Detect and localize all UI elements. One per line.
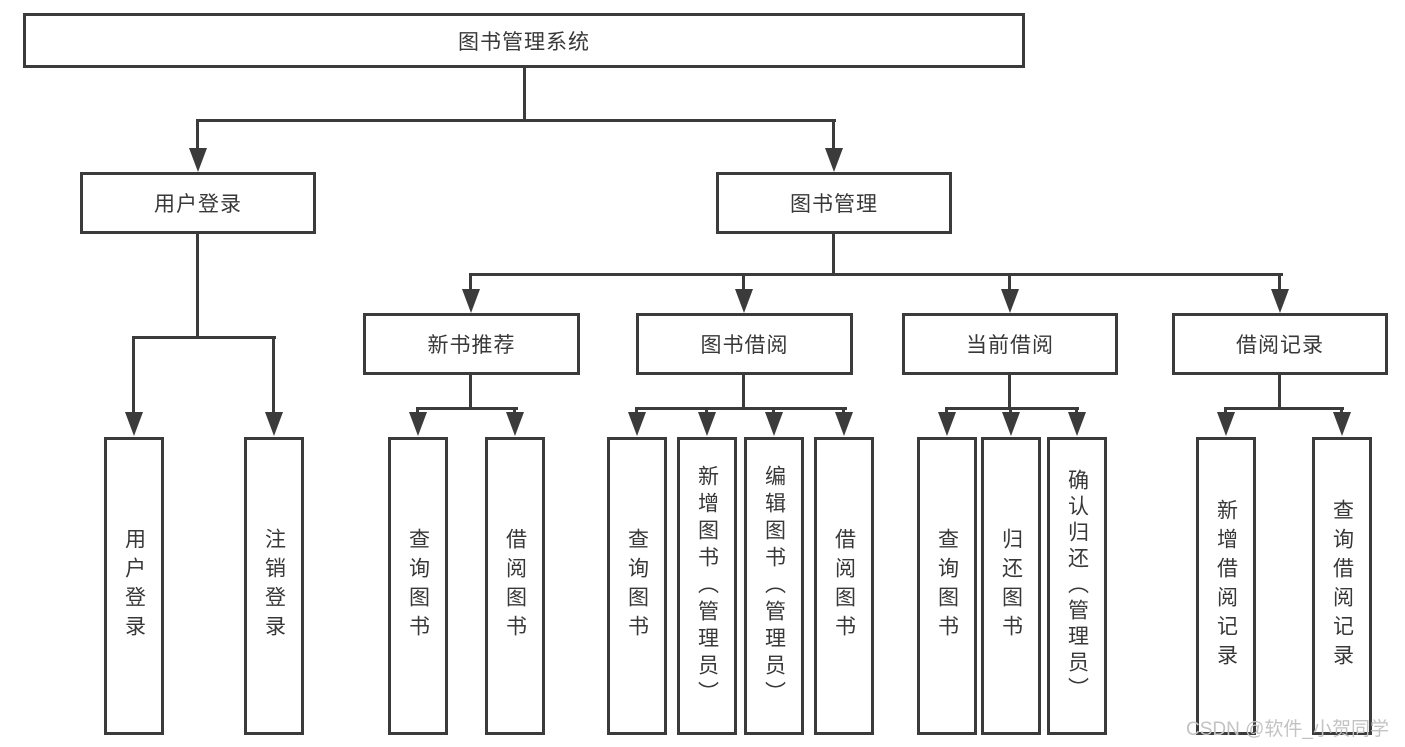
node-label: 新书推荐 [427, 334, 516, 357]
leaf-bookborrow-add-books-admin: 新增图书（管理员） [677, 437, 737, 735]
leaf-label: 查询图书 [625, 528, 649, 644]
leaf-label: 归还图书 [999, 528, 1023, 644]
leaf-currentborrow-confirm-return-admin: 确认归还（管理员） [1047, 437, 1107, 735]
leaf-label: 查询图书 [406, 528, 430, 644]
leaf-logout: 注销登录 [244, 437, 304, 735]
node-book-management: 图书管理 [716, 172, 952, 234]
node-new-book-recommend: 新书推荐 [363, 313, 580, 375]
edge-user-login-stem [196, 234, 199, 339]
edge-currentborrow-stem [1008, 375, 1011, 410]
arrowhead-book-management [825, 148, 843, 172]
node-borrow-records: 借阅记录 [1172, 313, 1388, 375]
arrowhead-user-login [189, 148, 207, 172]
leaf-records-query-borrow-record: 查询借阅记录 [1312, 437, 1372, 735]
leaf-label: 查询图书 [935, 528, 959, 644]
leaf-currentborrow-return-books: 归还图书 [981, 437, 1041, 735]
edge-book-mgmt-hbar [469, 273, 1283, 276]
leaf-records-add-borrow-record: 新增借阅记录 [1196, 437, 1256, 735]
arrowhead-bookborrow-query [628, 412, 646, 436]
leaf-bookborrow-edit-books-admin: 编辑图书（管理员） [744, 437, 804, 735]
arrowhead-bookborrow-borrow [835, 412, 853, 436]
arrowhead-bookborrow-add [698, 412, 716, 436]
edge-user-login-shaft-1 [132, 336, 135, 416]
edge-root-right-shaft [832, 119, 835, 153]
leaf-newbook-query-books: 查询图书 [388, 437, 448, 735]
node-label: 图书管理系统 [458, 30, 590, 54]
arrowhead-leaf-user-login [125, 412, 143, 436]
leaf-label: 新增借阅记录 [1214, 499, 1238, 673]
edge-newbook-hbar [416, 407, 518, 410]
arrowhead-new-book-recommend [462, 289, 480, 313]
node-label: 借阅记录 [1236, 334, 1324, 357]
node-label: 图书管理 [790, 193, 878, 216]
edge-book-mgmt-shaft-2 [742, 273, 745, 295]
edge-user-login-hbar [132, 336, 276, 339]
leaf-label: 查询借阅记录 [1330, 499, 1354, 673]
leaf-label: 借阅图书 [832, 528, 856, 644]
leaf-label: 注销登录 [262, 528, 286, 644]
arrowhead-leaf-logout [265, 412, 283, 436]
edge-root-stem [523, 66, 526, 122]
arrowhead-newbook-borrow [506, 412, 524, 436]
leaf-newbook-borrow-books: 借阅图书 [485, 437, 545, 735]
node-label: 当前借阅 [966, 334, 1054, 357]
edge-root-left-shaft [196, 119, 199, 153]
arrowhead-borrow-records [1271, 289, 1289, 313]
leaf-user-login: 用户登录 [104, 437, 164, 735]
leaf-label: 编辑图书（管理员） [762, 464, 786, 708]
node-label: 用户登录 [154, 193, 242, 216]
arrowhead-bookborrow-edit [765, 412, 783, 436]
edge-book-mgmt-shaft-4 [1278, 273, 1281, 295]
leaf-currentborrow-query-books: 查询图书 [917, 437, 977, 735]
leaf-bookborrow-query-books: 查询图书 [607, 437, 667, 735]
edge-root-hbar [196, 119, 836, 122]
node-library-management-system: 图书管理系统 [23, 13, 1025, 68]
node-label: 图书借阅 [700, 334, 789, 357]
edge-currentborrow-hbar [945, 407, 1079, 410]
edge-bookborrow-hbar [635, 407, 847, 410]
node-book-borrow: 图书借阅 [636, 313, 853, 375]
edge-book-mgmt-shaft-3 [1008, 273, 1011, 295]
edge-records-hbar [1224, 407, 1344, 410]
node-user-login: 用户登录 [80, 172, 316, 234]
edge-book-mgmt-shaft-1 [469, 273, 472, 295]
edge-bookborrow-stem [742, 375, 745, 410]
leaf-label: 借阅图书 [503, 528, 527, 644]
arrowhead-records-add [1217, 412, 1235, 436]
arrowhead-currentborrow-confirm [1068, 412, 1086, 436]
leaf-label: 确认归还（管理员） [1065, 469, 1089, 703]
leaf-bookborrow-borrow-books: 借阅图书 [814, 437, 874, 735]
arrowhead-newbook-query [409, 412, 427, 436]
leaf-label: 用户登录 [122, 528, 146, 644]
edge-newbook-stem [469, 375, 472, 410]
edge-book-mgmt-stem [832, 234, 835, 276]
csdn-watermark: CSDN @软件_小贺同学 [1186, 719, 1389, 740]
node-current-borrow: 当前借阅 [902, 313, 1118, 375]
edge-user-login-shaft-2 [272, 336, 275, 416]
arrowhead-currentborrow-return [1002, 412, 1020, 436]
arrowhead-currentborrow-query [938, 412, 956, 436]
leaf-label: 新增图书（管理员） [695, 464, 719, 708]
arrowhead-records-query [1333, 412, 1351, 436]
arrowhead-current-borrow [1001, 289, 1019, 313]
arrowhead-book-borrow [735, 289, 753, 313]
edge-records-stem [1278, 375, 1281, 410]
